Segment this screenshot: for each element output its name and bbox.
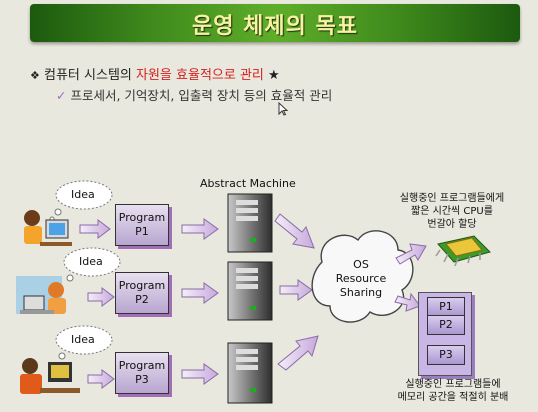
idea-label-1: Idea [71, 188, 95, 201]
arrow-os-to-memory [394, 292, 421, 312]
title-bar: 운영 체제의 목표 [30, 4, 520, 42]
cpu-note-line-1: 실행중인 프로그램들에게 [399, 193, 505, 204]
arrow-program-to-machine-2 [181, 282, 219, 304]
program-box-p1: Program P1 [115, 204, 169, 246]
star-icon: ★ [263, 68, 280, 83]
idea-label-3: Idea [71, 333, 95, 346]
memory-block-p3: P3 [427, 345, 465, 365]
person-programmer-icon [20, 358, 80, 394]
slide-title: 운영 체제의 목표 [192, 14, 358, 39]
server-icon-1 [227, 193, 273, 253]
arrow-machine-to-os-3 [277, 335, 319, 371]
bullet-marker-icon: ❖ [30, 69, 40, 82]
cpu-allocation-note: 실행중인 프로그램들에게 짧은 시간씩 CPU를 번갈아 할당 [382, 192, 522, 231]
idea-label-2: Idea [79, 255, 103, 268]
memory-block-p2: P2 [427, 315, 465, 335]
main-bullet: ❖ 컴퓨터 시스템의 자원을 효율적으로 관리 ★ [30, 64, 280, 83]
check-icon: ✓ [56, 88, 67, 103]
arrow-program-to-machine-3 [181, 363, 219, 385]
arrow-program-to-machine-1 [181, 218, 219, 240]
abstract-machine-label: Abstract Machine [200, 177, 296, 190]
os-cloud-shape [311, 230, 414, 323]
cpu-note-line-2: 짧은 시간씩 CPU를 [411, 206, 493, 217]
arrow-user-to-program-1 [79, 219, 111, 239]
program-id: P1 [135, 225, 149, 238]
memory-block-p1: P1 [427, 297, 465, 317]
mouse-cursor-icon [278, 101, 289, 120]
memory-allocation-note: 실행중인 프로그램들에 메모리 공간을 적절히 분배 [378, 378, 528, 404]
cpu-note-line-3: 번갈아 할당 [427, 219, 477, 230]
program-box-p2: Program P2 [115, 272, 169, 314]
idea-bubble-1 [49, 180, 113, 222]
sub-bullet-text: 프로세서, 기억장치, 입출력 장치 등의 효율적 관리 [70, 88, 333, 103]
memory-note-line-1: 실행중인 프로그램들에 [405, 379, 501, 390]
server-icon-2 [227, 261, 273, 321]
cpu-chip-icon [435, 235, 491, 267]
os-label: OS [353, 258, 369, 271]
arrow-os-to-cpu [395, 243, 427, 265]
arrow-machine-to-os-1 [274, 213, 315, 249]
person-with-headset-icon [16, 276, 66, 314]
program-label: Program [118, 279, 166, 292]
bullet-prefix: 컴퓨터 시스템의 [44, 68, 137, 83]
sharing-label: Sharing [339, 286, 383, 299]
os-cloud-label: OS Resource Sharing [324, 258, 398, 300]
sub-bullet: ✓ 프로세서, 기억장치, 입출력 장치 등의 효율적 관리 [56, 85, 332, 104]
idea-bubble-2 [63, 247, 121, 282]
memory-block-stack: P1 P2 P3 [418, 292, 472, 376]
arrow-machine-to-os-2 [279, 279, 313, 301]
idea-bubble-3 [55, 325, 113, 360]
program-id: P3 [135, 373, 149, 386]
resource-label: Resource [335, 272, 387, 285]
program-label: Program [118, 211, 166, 224]
bullet-highlight: 자원을 효율적으로 관리 [136, 68, 264, 83]
program-id: P2 [135, 293, 149, 306]
person-at-computer-icon [24, 210, 72, 246]
arrow-user-to-program-2 [87, 287, 115, 307]
server-icon-3 [227, 342, 273, 404]
program-box-p3: Program P3 [115, 352, 169, 394]
program-label: Program [118, 359, 166, 372]
memory-note-line-2: 메모리 공간을 적절히 분배 [397, 392, 509, 403]
arrow-user-to-program-3 [87, 369, 115, 389]
